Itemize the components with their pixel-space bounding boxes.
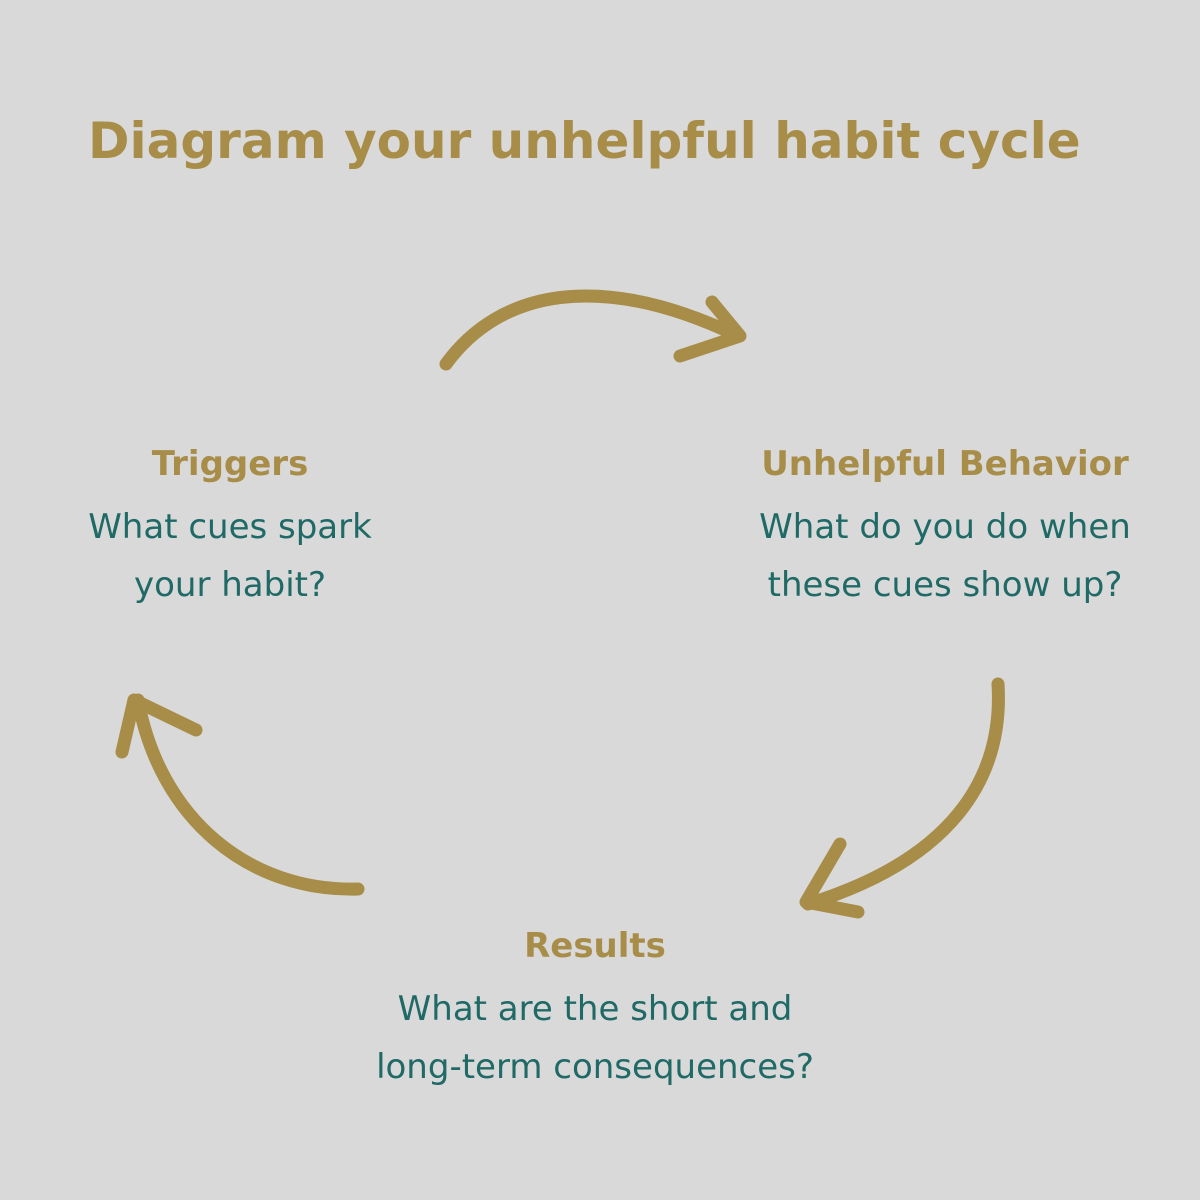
curved-arrow-down-left-icon bbox=[799, 677, 1005, 919]
behavior-question-line2: these cues show up? bbox=[767, 565, 1123, 605]
results-heading: Results bbox=[524, 926, 666, 966]
results-question-line1: What are the short and bbox=[397, 989, 793, 1029]
diagram-title: Diagram your unhelpful habit cycle bbox=[88, 112, 1081, 170]
triggers-question-line1: What cues spark bbox=[88, 507, 372, 547]
node-triggers: Triggers What cues spark your habit? bbox=[40, 444, 420, 614]
triggers-question-line2: your habit? bbox=[133, 565, 327, 605]
node-results: Results What are the short and long-term… bbox=[300, 926, 890, 1096]
curved-arrow-right-icon bbox=[439, 289, 747, 371]
behavior-heading: Unhelpful Behavior bbox=[761, 444, 1129, 484]
results-question-line2: long-term consequences? bbox=[376, 1047, 814, 1087]
behavior-question-line1: What do you do when bbox=[759, 507, 1131, 547]
curved-arrow-up-icon bbox=[115, 693, 365, 896]
triggers-heading: Triggers bbox=[151, 444, 309, 484]
node-unhelpful-behavior: Unhelpful Behavior What do you do when t… bbox=[720, 444, 1170, 614]
